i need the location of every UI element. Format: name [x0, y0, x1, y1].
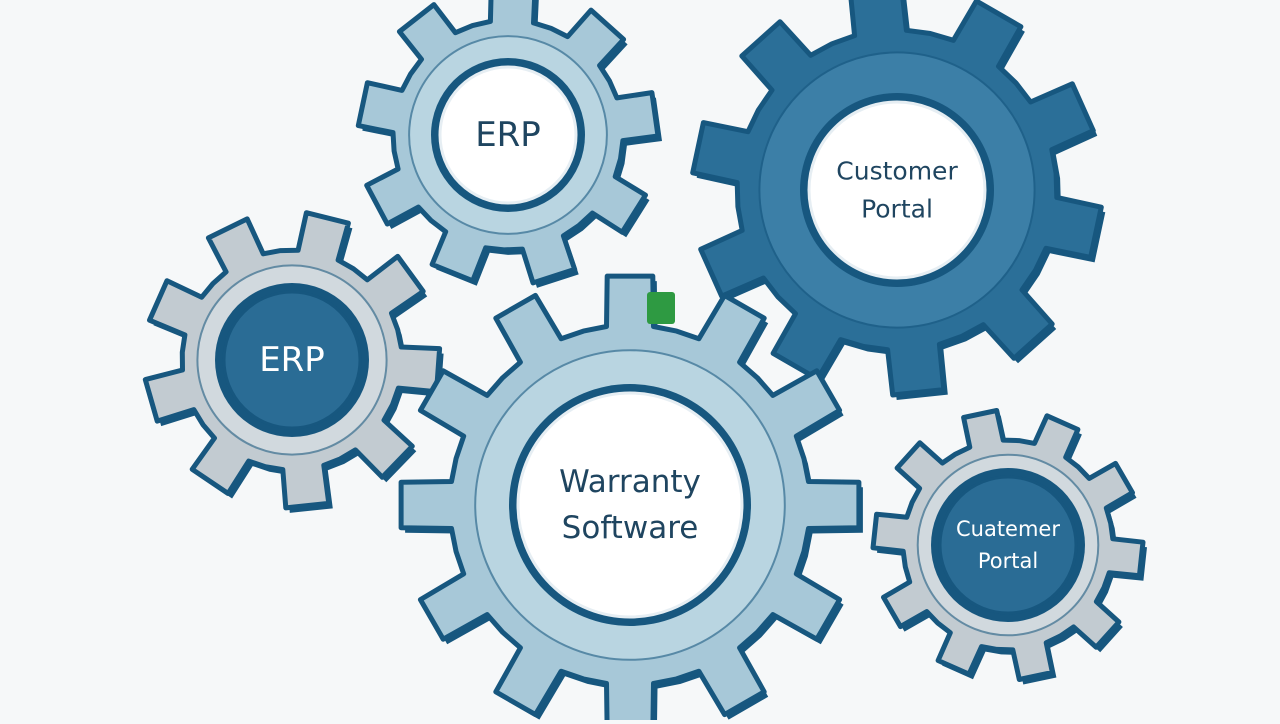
gear-label-line: Cuatemer: [956, 517, 1060, 541]
gear-hub: [516, 391, 744, 619]
gear-label-line: ERP: [259, 340, 325, 380]
gear-label-line: Warranty: [559, 464, 701, 500]
gear-label-line: Portal: [978, 549, 1038, 573]
gear-erp-left: ERP: [142, 210, 444, 513]
gear-hub: [807, 100, 987, 280]
gear-hub: [222, 290, 362, 430]
gear-label-line: Software: [562, 510, 699, 546]
gear-label-line: Customer: [836, 157, 958, 186]
gear-label-line: Portal: [861, 195, 933, 224]
gear-hub: [438, 65, 578, 205]
green-marker: [647, 292, 675, 324]
gear-erp-top: ERP: [355, 0, 662, 288]
gear-hub: [938, 475, 1078, 615]
gear-label-line: ERP: [475, 115, 541, 155]
